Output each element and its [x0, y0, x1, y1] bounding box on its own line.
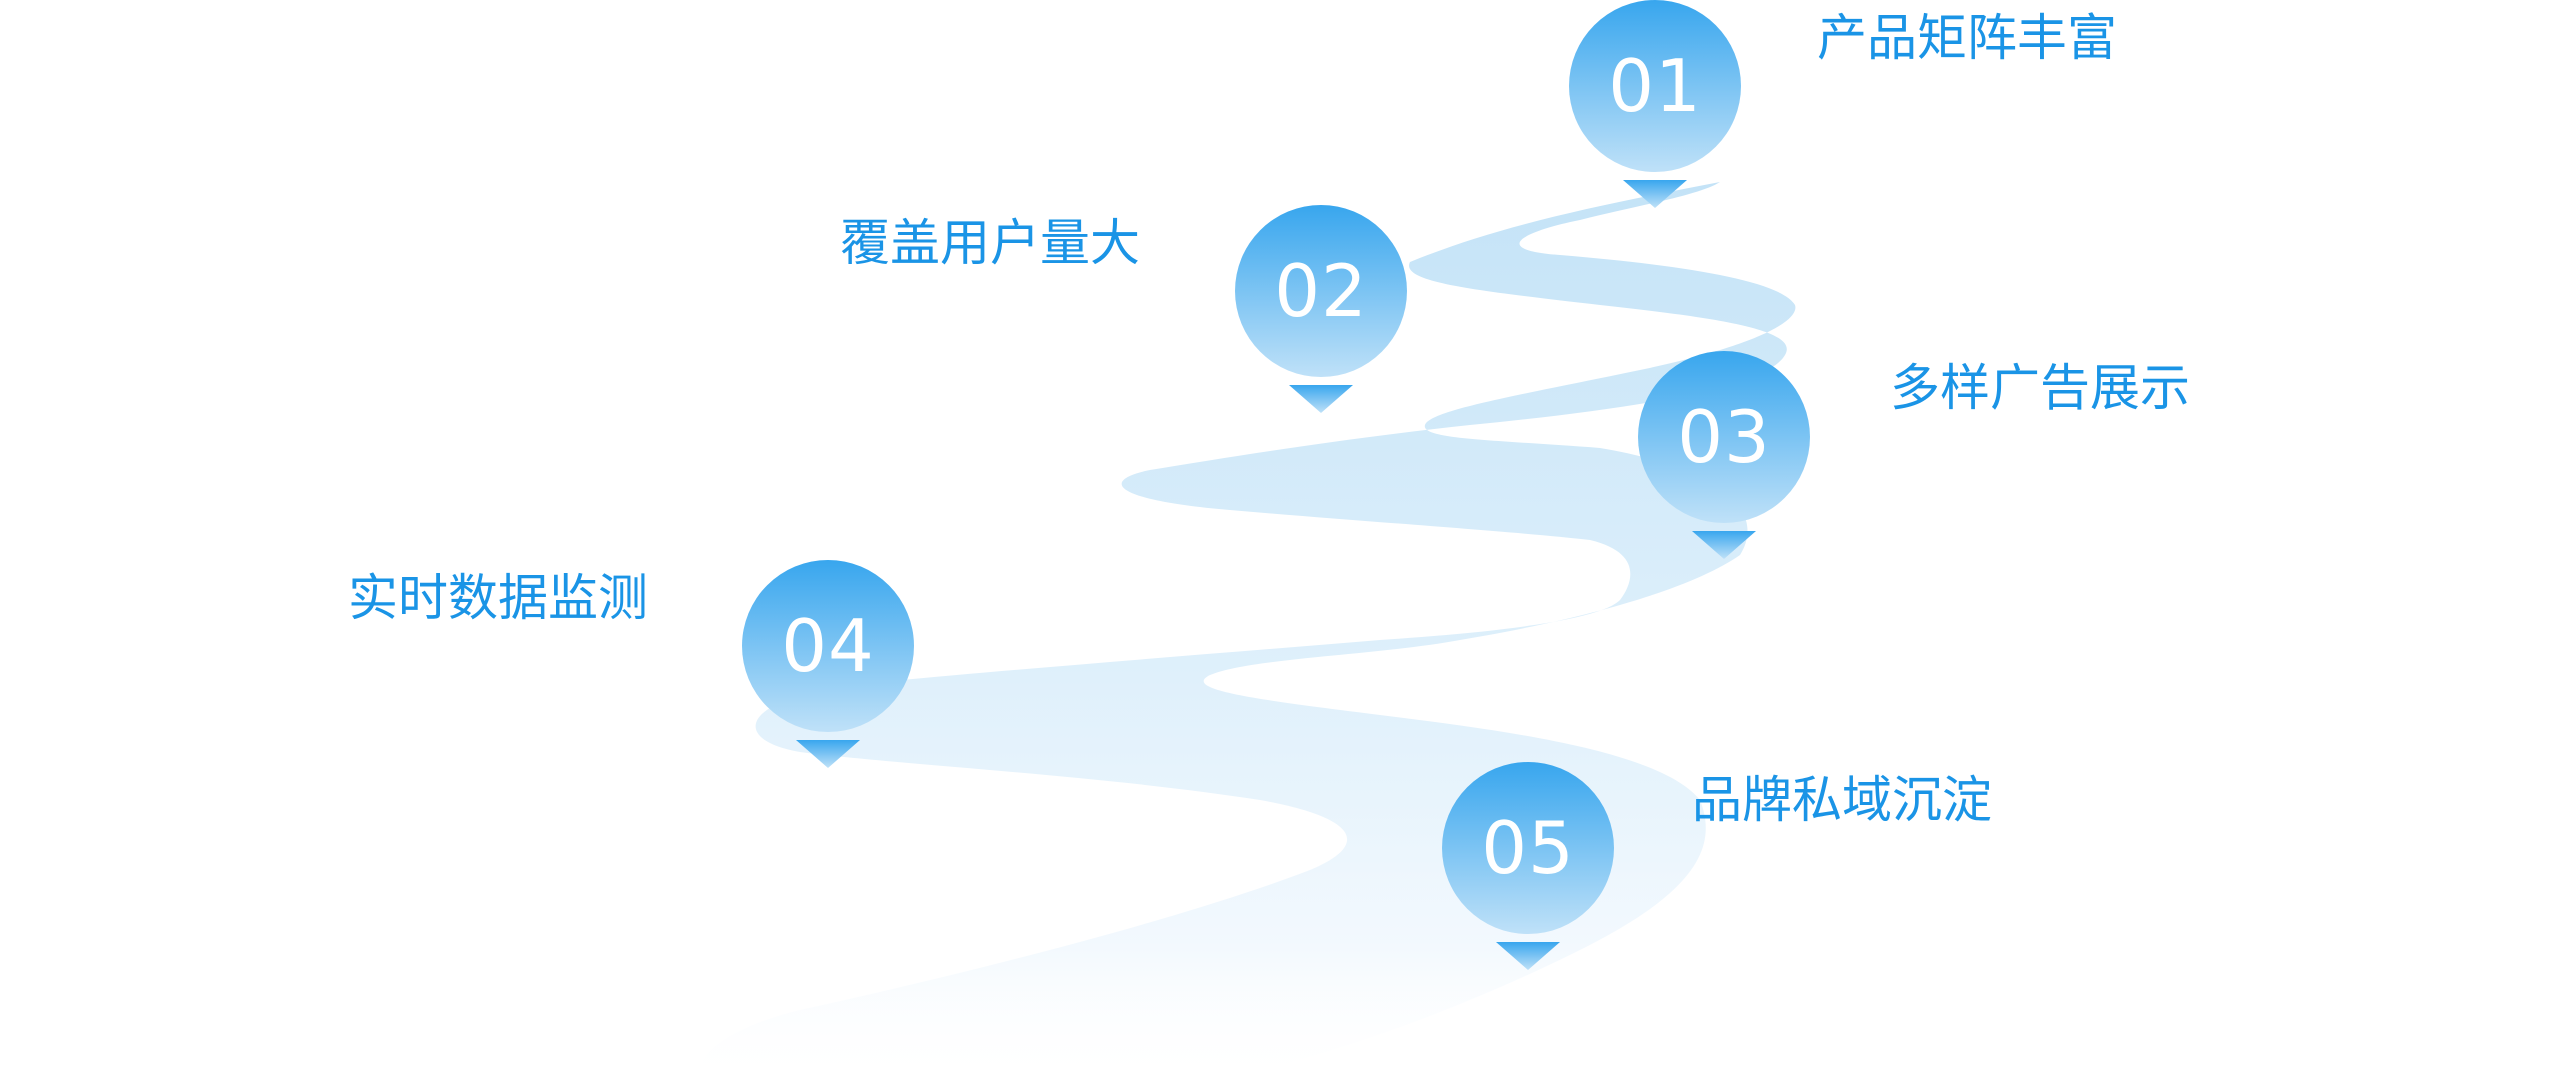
step-label-04: 实时数据监测 [348, 569, 648, 627]
pin-icon [1442, 762, 1614, 970]
step-label-02: 覆盖用户量大 [840, 214, 1140, 272]
step-marker-05: 05 [1440, 762, 1616, 990]
step-label-05: 品牌私域沉淀 [1692, 771, 1992, 829]
step-number: 05 [1481, 806, 1575, 890]
step-number: 03 [1677, 395, 1771, 479]
step-number: 02 [1274, 249, 1368, 333]
pin-icon [742, 560, 914, 768]
pin-icon [1638, 351, 1810, 559]
pin-icon [1569, 0, 1741, 208]
step-number: 01 [1608, 44, 1702, 128]
step-number: 04 [781, 604, 875, 688]
step-marker-03: 03 [1636, 351, 1812, 579]
step-marker-01: 01 [1567, 0, 1743, 228]
step-label-01: 产品矩阵丰富 [1817, 9, 2117, 67]
step-label-03: 多样广告展示 [1890, 359, 2190, 417]
step-marker-04: 04 [740, 560, 916, 788]
step-marker-02: 02 [1233, 205, 1409, 433]
pin-icon [1235, 205, 1407, 413]
